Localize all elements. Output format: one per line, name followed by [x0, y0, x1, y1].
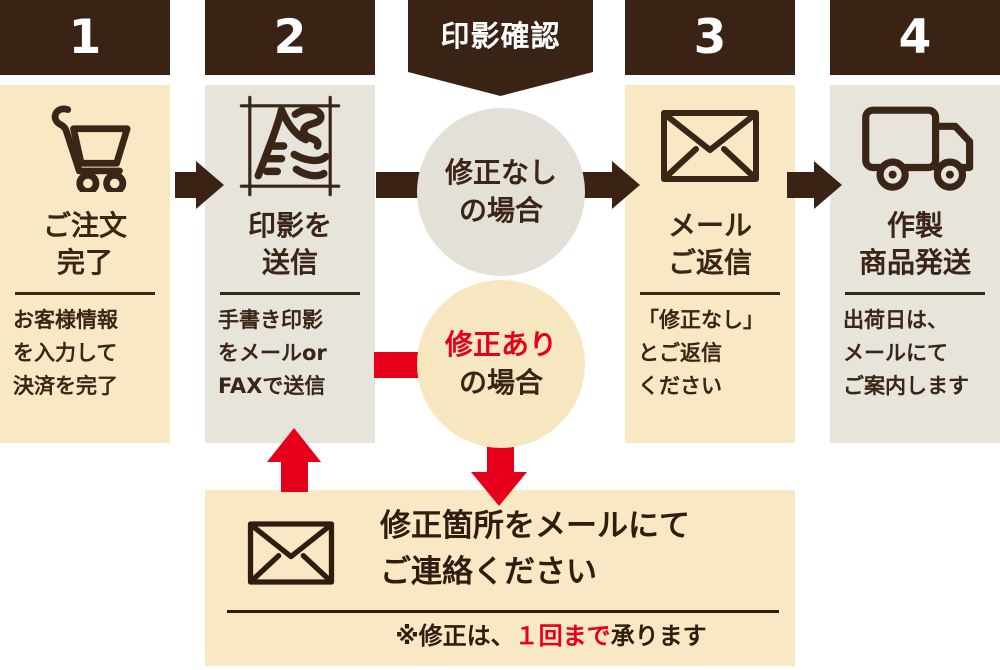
- sub-line: ください: [638, 374, 722, 398]
- arrow-step1-to-step2-shaft: [175, 172, 197, 198]
- step2-title: 印影を 送信: [248, 207, 332, 281]
- correction-message: 修正箇所をメールにて ご連絡ください: [380, 503, 690, 595]
- mail-icon-svg: [247, 521, 335, 585]
- sub-line: とご返信: [638, 341, 722, 365]
- fix-branch-circle: 修正あり の場合: [417, 280, 585, 448]
- step1-card: ご注文 完了 お客様情報 を入力して 決済を完了: [0, 85, 170, 443]
- title-line: 送信: [261, 246, 318, 279]
- title-line: 完了: [56, 246, 113, 279]
- no-fix-line: の場合: [458, 194, 543, 227]
- step3-description: 「修正なし」 とご返信 ください: [625, 304, 764, 403]
- step1-divider: [15, 292, 155, 295]
- arrow-step1-to-step2-head: [196, 161, 224, 209]
- sub-line: をメールor: [218, 341, 327, 365]
- stamp-icon-svg: [239, 95, 341, 197]
- arrow-check-to-step3-head: [612, 161, 640, 209]
- sub-line: お客様情報: [13, 308, 118, 332]
- correction-box: 修正箇所をメールにて ご連絡ください ※修正は、１回まで承ります: [205, 490, 795, 666]
- note-prefix: ※修正は、: [395, 622, 515, 650]
- step4-number: 4: [898, 10, 932, 65]
- step1-title: ご注文 完了: [43, 207, 127, 281]
- step1-number-bar: 1: [0, 0, 170, 75]
- step3-divider: [640, 292, 780, 295]
- step2-divider: [220, 292, 360, 295]
- sub-line: FAXで送信: [218, 374, 326, 398]
- correction-divider: [227, 610, 779, 613]
- step4-title: 作製 商品発送: [859, 207, 971, 281]
- cart-icon: [39, 85, 131, 207]
- title-line: 商品発送: [858, 246, 971, 279]
- sub-line: ご案内します: [843, 374, 969, 398]
- step2-number: 2: [273, 10, 307, 65]
- fix-branch-link-bar: [374, 352, 420, 378]
- step3-card: メール ご返信 「修正なし」 とご返信 ください: [625, 85, 795, 443]
- sub-line: 出荷日は、: [843, 308, 948, 332]
- seal-check-badge-label: 印影確認: [440, 19, 561, 53]
- correction-line: ご連絡ください: [380, 554, 597, 590]
- correction-line: 修正箇所をメールにて: [380, 508, 690, 544]
- truck-icon-svg: [862, 106, 974, 191]
- step2-card: 印影を 送信 手書き印影 をメールor FAXで送信: [205, 85, 375, 443]
- step3-title: メール ご返信: [668, 207, 752, 281]
- title-line: 印影を: [247, 209, 332, 242]
- no-fix-line: 修正なし: [444, 156, 557, 189]
- arrow-step3-to-step4-shaft: [787, 172, 815, 198]
- truck-icon: [855, 85, 975, 207]
- arrow-step2-to-check-shaft: [376, 172, 422, 198]
- fix-rest-line: の場合: [458, 366, 543, 399]
- mail-icon: [660, 85, 760, 207]
- step1-description: お客様情報 を入力して 決済を完了: [0, 304, 118, 403]
- title-line: ご注文: [42, 209, 127, 242]
- step1-number: 1: [68, 10, 102, 65]
- title-line: 作製: [886, 209, 943, 242]
- step4-number-bar: 4: [830, 0, 1000, 75]
- sub-line: を入力して: [13, 341, 118, 365]
- step2-number-bar: 2: [205, 0, 375, 75]
- sub-line: 決済を完了: [13, 374, 118, 398]
- sub-line: メールにて: [843, 341, 948, 365]
- step2-description: 手書き印影 をメールor FAXで送信: [205, 304, 327, 403]
- step3-number: 3: [693, 10, 727, 65]
- fix-down-arrow-head: [471, 472, 527, 506]
- step4-card: 作製 商品発送 出荷日は、 メールにて ご案内します: [830, 85, 1000, 443]
- mail-icon-svg: [661, 110, 759, 182]
- step4-divider: [845, 292, 985, 295]
- resend-up-arrow-shaft: [281, 458, 308, 492]
- cart-icon-svg: [51, 105, 131, 192]
- note-suffix: 承ります: [610, 622, 707, 650]
- correction-note: ※修正は、１回まで承ります: [315, 619, 787, 653]
- seal-check-badge: 印影確認: [408, 0, 593, 96]
- fix-highlight-line: 修正あり: [444, 328, 557, 361]
- stamp-icon: [235, 85, 345, 207]
- sub-line: 「修正なし」: [638, 308, 764, 332]
- note-highlight: １回まで: [514, 622, 611, 650]
- fix-down-arrow-shaft: [487, 446, 514, 474]
- title-line: ご返信: [667, 246, 752, 279]
- step3-number-bar: 3: [625, 0, 795, 75]
- mail-icon: [247, 520, 335, 586]
- sub-line: 手書き印影: [218, 308, 323, 332]
- title-line: メール: [667, 209, 752, 242]
- arrow-step3-to-step4-head: [814, 161, 842, 209]
- step4-description: 出荷日は、 メールにて ご案内します: [830, 304, 969, 403]
- no-fix-branch-circle: 修正なし の場合: [417, 108, 585, 276]
- resend-up-arrow-head: [267, 428, 321, 462]
